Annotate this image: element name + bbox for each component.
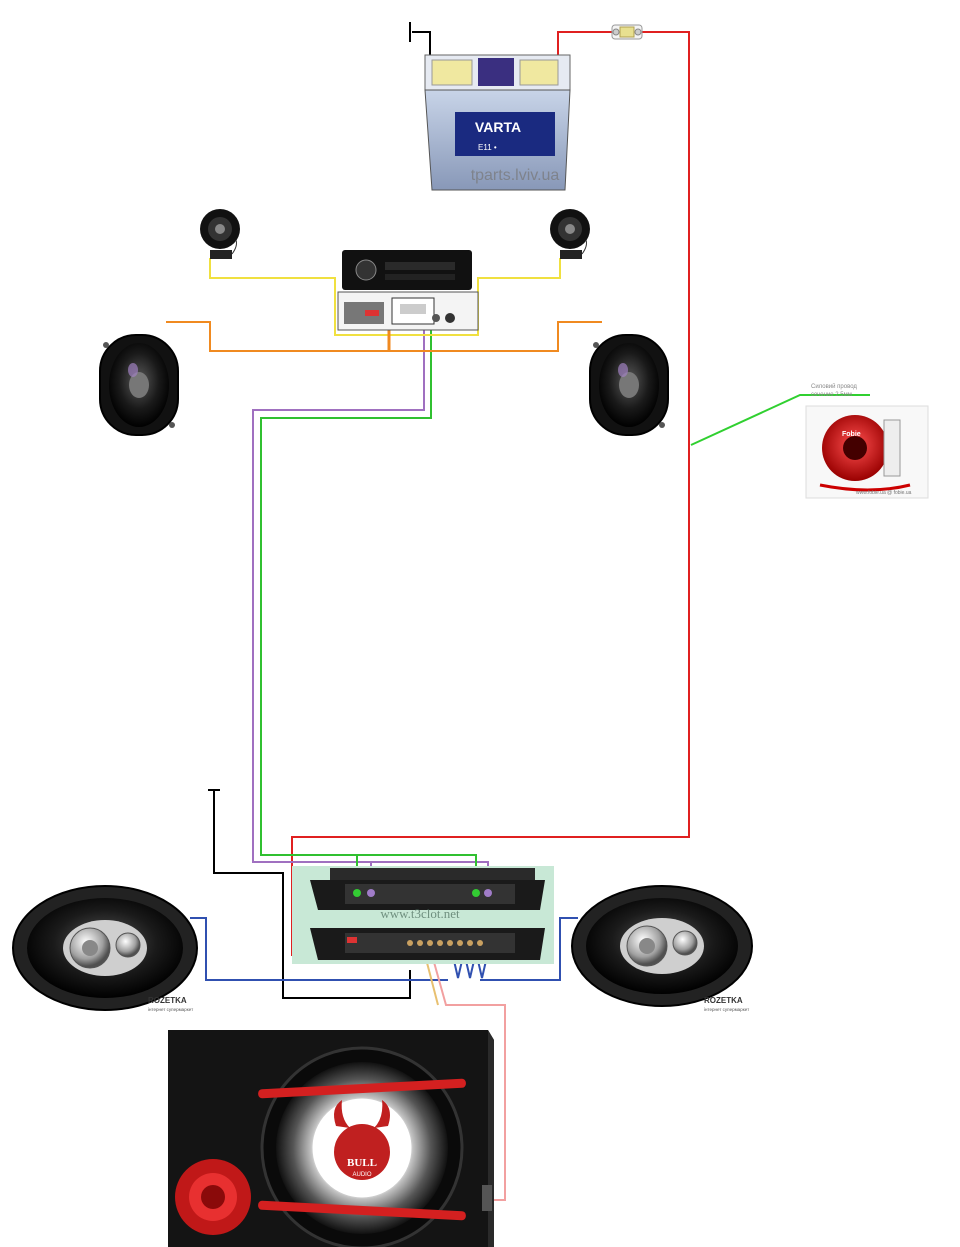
caption-pointer-line [690,394,870,446]
amplifier [292,866,554,964]
power-cable-spool [805,405,929,499]
subwoofer-logo-bottom: AUDIO [352,1172,371,1178]
battery-capacity: E11 • [478,143,497,152]
rear-speaker-right-tagline: інтернет супермаркет [704,1007,749,1012]
subwoofer-logo-top: BULL [347,1157,377,1169]
power-cable-caption-line2: сечение 2.5мм [811,392,852,398]
head-unit [337,250,479,331]
front-speaker-right [589,334,669,436]
battery-brand: VARTA [475,119,521,135]
rear-speaker-wire-right [480,917,578,981]
rca-wire-left [252,325,489,895]
amp-ground-wire [213,790,411,999]
rear-speaker-wire-left [190,917,448,981]
front-speaker-wire [166,321,602,352]
battery-ground-wire [412,31,431,60]
rca-wire-right [260,325,477,893]
tweeter-left [200,209,240,259]
car-battery: VARTA E11 • tparts.lviv.ua [424,54,571,191]
spool-brand: Fobie [842,431,861,438]
amp-watermark: www.t3clot.net [380,906,460,921]
power-cable-caption-line1: Силовий провод [811,383,857,390]
rear-speaker-left-logo: ROZETKA [148,996,187,1005]
rear-speaker-left [12,885,198,1011]
rear-speaker-left-tagline: інтернет супермаркет [148,1007,193,1012]
rear-speaker-right [571,885,753,1007]
fuse [611,24,643,40]
tweeter-right [550,209,590,259]
front-speaker-left [99,334,179,436]
battery-watermark: tparts.lviv.ua [471,167,560,184]
tweeter-wire-left [209,258,561,336]
subwoofer-box [168,1030,494,1247]
sub-wire-feed [431,954,506,1201]
power-cable-credit: www.fobie.ua @ fobie.ua [856,490,912,496]
rear-speaker-right-logo: ROZETKA [704,996,743,1005]
amp-output-wire [451,951,489,979]
